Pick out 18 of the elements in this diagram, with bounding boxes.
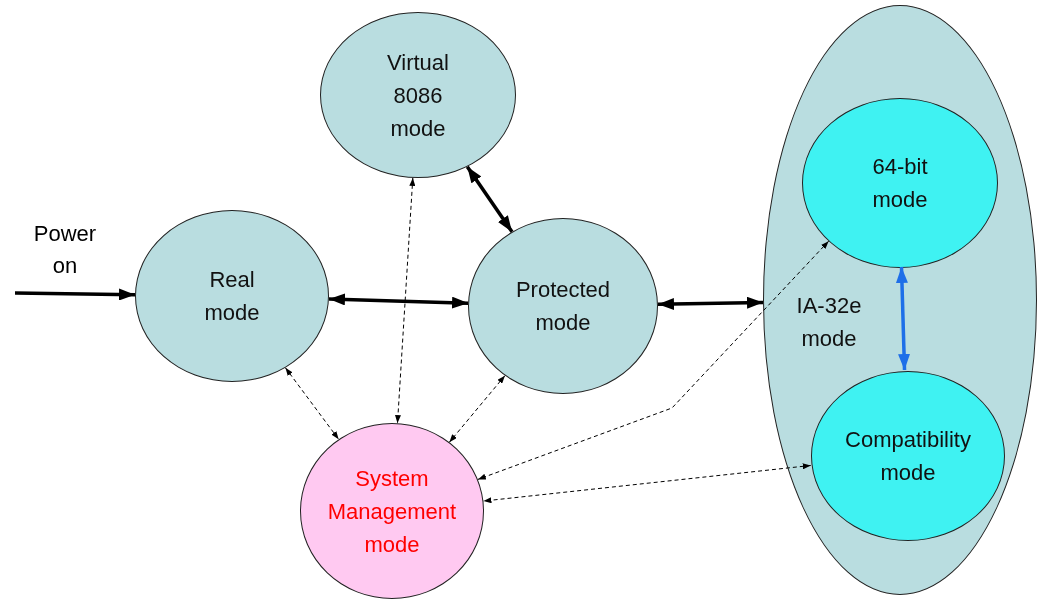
arrow [284, 367, 340, 440]
arrow [482, 463, 812, 504]
arrow [395, 177, 416, 424]
node-label: 64-bit mode [871, 153, 929, 214]
node-label: Compatibility mode [844, 426, 972, 487]
edge-label: Power on [32, 220, 98, 280]
node-label: Virtual 8086 mode [386, 48, 450, 143]
arrow [14, 288, 136, 301]
node-label: IA-32e mode [795, 292, 863, 353]
node-label: Protected mode [514, 276, 612, 337]
node-label: Real mode [203, 266, 261, 327]
node-label: System Management mode [326, 464, 458, 559]
arrow [465, 165, 514, 233]
arrow [448, 375, 506, 443]
arrow [328, 293, 469, 309]
arrow [657, 296, 764, 310]
arrow [895, 266, 911, 371]
arrow [477, 240, 830, 480]
